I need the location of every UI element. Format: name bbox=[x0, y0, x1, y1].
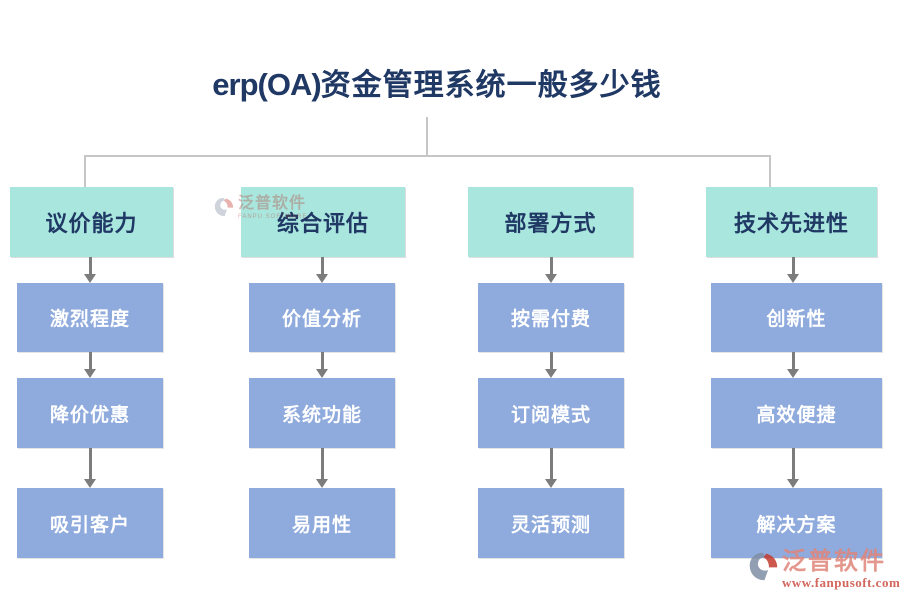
down-arrow-icon bbox=[545, 257, 558, 283]
branch-header-technology: 技术先进性 bbox=[706, 187, 877, 257]
child-node: 灵活预测 bbox=[478, 488, 624, 558]
child-node: 降价优惠 bbox=[17, 378, 163, 448]
watermark-bottom-right: 泛普软件 www.fanpusoft.com bbox=[747, 550, 900, 589]
down-arrow-icon bbox=[545, 448, 558, 488]
title-chinese: 资金管理系统一般多少钱 bbox=[320, 68, 662, 103]
down-arrow-icon bbox=[545, 352, 558, 378]
title-latin: erp(OA) bbox=[212, 67, 321, 102]
page-title: erp(OA)资金管理系统一般多少钱 bbox=[0, 63, 887, 107]
child-node: 解决方案 bbox=[711, 488, 882, 558]
child-node: 系统功能 bbox=[249, 378, 395, 448]
connector-horizontal bbox=[84, 155, 771, 157]
down-arrow-icon bbox=[787, 257, 800, 283]
down-arrow-icon bbox=[84, 448, 97, 488]
child-node: 激烈程度 bbox=[17, 283, 163, 352]
down-arrow-icon bbox=[316, 257, 329, 283]
child-node: 订阅模式 bbox=[478, 378, 624, 448]
fanpu-logo-icon bbox=[749, 552, 778, 581]
down-arrow-icon bbox=[84, 352, 97, 378]
connector-stem bbox=[426, 117, 428, 157]
child-node: 易用性 bbox=[249, 488, 395, 558]
child-node: 创新性 bbox=[711, 283, 882, 352]
down-arrow-icon bbox=[316, 448, 329, 488]
logo-url-text: www.fanpusoft.com bbox=[782, 575, 900, 590]
branch-header-evaluation: 综合评估 bbox=[241, 187, 405, 257]
down-arrow-icon bbox=[84, 257, 97, 283]
down-arrow-icon bbox=[316, 352, 329, 378]
branch-header-deployment: 部署方式 bbox=[468, 187, 633, 257]
down-arrow-icon bbox=[787, 352, 800, 378]
branch-header-negotiation: 议价能力 bbox=[10, 187, 173, 257]
logo-brand-text: 泛普软件 bbox=[782, 548, 886, 575]
down-arrow-icon bbox=[787, 448, 800, 488]
child-node: 高效便捷 bbox=[711, 378, 882, 448]
connector-drop-left bbox=[84, 155, 86, 187]
child-node: 按需付费 bbox=[478, 283, 624, 352]
fanpu-logo-icon bbox=[214, 197, 234, 217]
connector-drop-right bbox=[769, 155, 771, 187]
child-node: 价值分析 bbox=[249, 283, 395, 352]
child-node: 吸引客户 bbox=[17, 488, 163, 558]
